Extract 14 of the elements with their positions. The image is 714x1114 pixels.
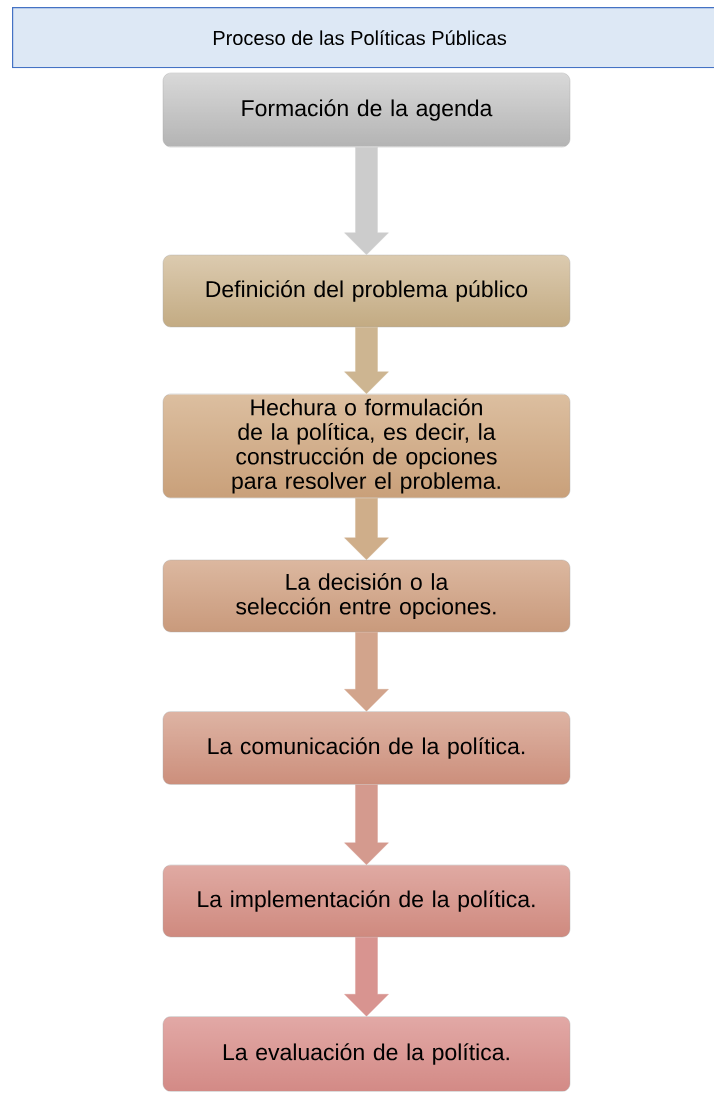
- process-box: Formación de la agenda: [162, 72, 571, 148]
- block-arrow: [344, 632, 389, 712]
- process-box: La evaluación de la política.: [162, 1016, 571, 1092]
- process-box: Definición del problema público: [162, 254, 571, 328]
- block-arrow: [344, 498, 389, 560]
- process-box: La implementación de la política.: [162, 864, 571, 938]
- block-arrow: [344, 937, 389, 1017]
- title-banner: Proceso de las Políticas Públicas: [12, 7, 714, 69]
- process-box: Hechura o formulación de la política, es decir, la construcción de opciones para resolver el problema.: [162, 393, 571, 499]
- block-arrow: [344, 327, 389, 394]
- block-arrow: [344, 147, 389, 255]
- block-arrow: [344, 784, 389, 865]
- process-box: La comunicación de la política.: [162, 711, 571, 785]
- process-box: La decisión o la selección entre opciones.: [162, 559, 571, 633]
